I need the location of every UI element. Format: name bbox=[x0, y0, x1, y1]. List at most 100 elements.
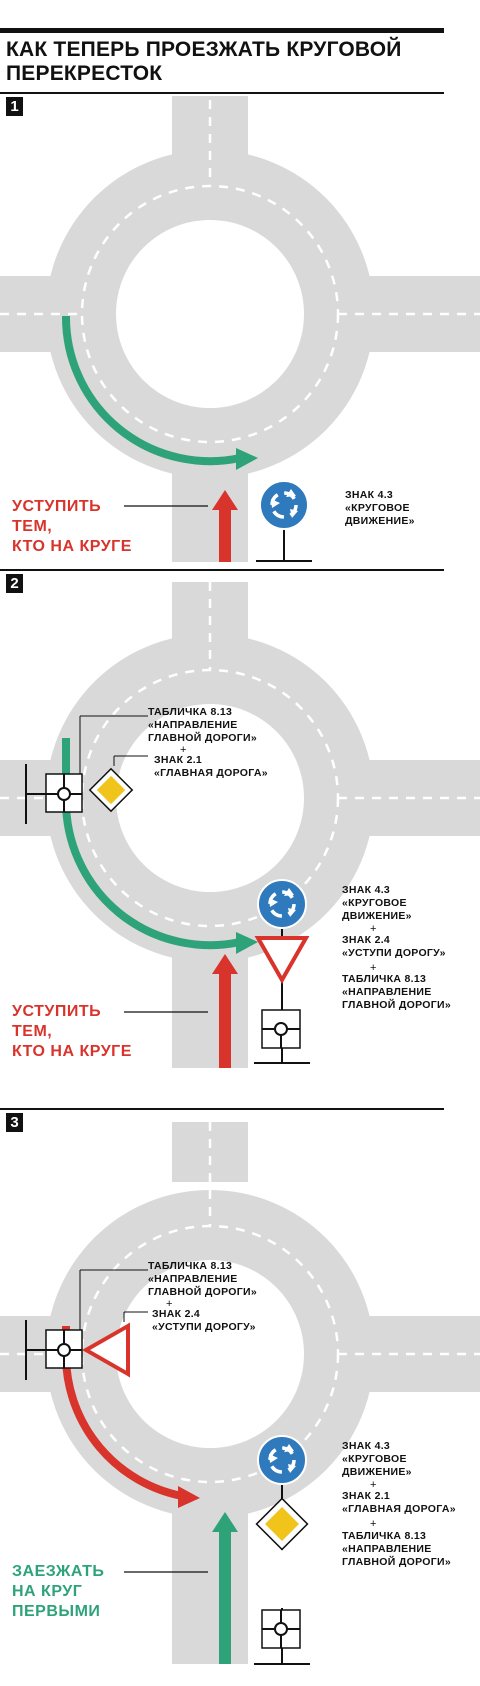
roundabout-island bbox=[116, 220, 304, 408]
label-line: «НАПРАВЛЕНИЕ bbox=[342, 986, 432, 998]
action-line: НА КРУГ bbox=[12, 1583, 83, 1600]
label-line: «ГЛАВНАЯ ДОРОГА» bbox=[342, 1503, 456, 1515]
direction-plate-icon bbox=[261, 1009, 301, 1049]
plus-sign: + bbox=[180, 744, 187, 756]
panel-1-number: 1 bbox=[6, 97, 23, 116]
label-line: ДВИЖЕНИЕ» bbox=[345, 515, 415, 527]
label-line: «НАПРАВЛЕНИЕ bbox=[148, 719, 238, 731]
panel-1: 1 УСТУПИТЬ ТЕМ, КТО bbox=[0, 0, 480, 570]
panel-3: 3 bbox=[0, 1108, 480, 1686]
roundabout-sign-icon bbox=[257, 879, 307, 929]
label-line: «УСТУПИ ДОРОГУ» bbox=[342, 947, 446, 959]
panel-3-plate-label: ТАБЛИЧКА 8.13 «НАПРАВЛЕНИЕ ГЛАВНОЙ ДОРОГ… bbox=[148, 1260, 257, 1299]
label-line: «НАПРАВЛЕНИЕ bbox=[342, 1543, 432, 1555]
action-line: КТО НА КРУГЕ bbox=[12, 1043, 132, 1060]
yield-sign-icon bbox=[81, 1322, 130, 1378]
label-line: ТАБЛИЧКА 8.13 bbox=[342, 1530, 427, 1542]
label-line: ГЛАВНОЙ ДОРОГИ» bbox=[342, 999, 451, 1011]
green-arrowhead bbox=[236, 448, 258, 470]
plus-sign: + bbox=[370, 1479, 377, 1491]
plus-sign: + bbox=[370, 962, 377, 974]
roundabout-3-diagram bbox=[0, 1122, 480, 1665]
panel-1-divider bbox=[0, 92, 444, 94]
roundabout-island bbox=[116, 704, 304, 892]
label-line: «КРУГОВОЕ bbox=[342, 1453, 407, 1465]
panel-2-main-road-label: ЗНАК 2.1 «ГЛАВНАЯ ДОРОГА» bbox=[154, 754, 268, 780]
action-line: КТО НА КРУГЕ bbox=[12, 538, 132, 555]
roundabout-sign-icon bbox=[259, 480, 309, 530]
road-north bbox=[172, 582, 248, 642]
plus-sign: + bbox=[370, 1518, 377, 1530]
red-arrowhead bbox=[212, 954, 238, 974]
panel-2-right-label-2: ЗНАК 2.4 «УСТУПИ ДОРОГУ» bbox=[342, 934, 446, 960]
roundabout-island bbox=[116, 1260, 304, 1448]
roundabout-1-diagram bbox=[0, 96, 480, 562]
panel-2-action: УСТУПИТЬ ТЕМ, КТО НА КРУГЕ bbox=[12, 1002, 132, 1062]
panel-3-right-label-1: ЗНАК 4.3 «КРУГОВОЕ ДВИЖЕНИЕ» bbox=[342, 1440, 412, 1479]
roundabout-sign-icon bbox=[257, 1435, 307, 1485]
label-line: «КРУГОВОЕ bbox=[345, 502, 410, 514]
main-road-sign-icon bbox=[255, 1497, 309, 1551]
roundabout-2-diagram bbox=[0, 582, 480, 1068]
label-line: ЗНАК 2.4 bbox=[342, 934, 391, 946]
label-line: «КРУГОВОЕ bbox=[342, 897, 407, 909]
label-line: ГЛАВНОЙ ДОРОГИ» bbox=[342, 1556, 451, 1568]
label-line: «УСТУПИ ДОРОГУ» bbox=[152, 1321, 256, 1333]
panel-2-number: 2 bbox=[6, 574, 23, 593]
red-arrow-shaft bbox=[219, 972, 231, 1068]
action-line: ЗАЕЗЖАТЬ bbox=[12, 1563, 105, 1580]
panel-3-yield-label: ЗНАК 2.4 «УСТУПИ ДОРОГУ» bbox=[152, 1308, 256, 1334]
green-path bbox=[61, 738, 241, 950]
label-line: ДВИЖЕНИЕ» bbox=[342, 1466, 412, 1478]
label-line: ЗНАК 4.3 bbox=[342, 884, 391, 896]
panel-1-action: УСТУПИТЬ ТЕМ, КТО НА КРУГЕ bbox=[12, 497, 132, 557]
plus-sign: + bbox=[370, 923, 377, 935]
label-line: ЗНАК 2.4 bbox=[152, 1308, 201, 1320]
direction-plate-icon bbox=[45, 1329, 83, 1369]
action-line: УСТУПИТЬ bbox=[12, 1003, 102, 1020]
label-line: ГЛАВНОЙ ДОРОГИ» bbox=[148, 1286, 257, 1298]
label-line: ТАБЛИЧКА 8.13 bbox=[148, 706, 233, 718]
action-line: ТЕМ, bbox=[12, 518, 53, 535]
label-line: ТАБЛИЧКА 8.13 bbox=[342, 973, 427, 985]
label-line: ТАБЛИЧКА 8.13 bbox=[148, 1260, 233, 1272]
panel-2-divider bbox=[0, 569, 444, 571]
green-path bbox=[61, 315, 241, 466]
road-north bbox=[172, 1122, 248, 1182]
yield-sign-icon bbox=[254, 936, 310, 985]
panel-1-sign-label: ЗНАК 4.3 «КРУГОВОЕ ДВИЖЕНИЕ» bbox=[345, 489, 415, 528]
direction-plate-icon bbox=[45, 773, 83, 813]
red-arrow-shaft bbox=[219, 508, 231, 562]
green-arrow-shaft bbox=[219, 1530, 231, 1664]
panel-3-right-label-3: ТАБЛИЧКА 8.13 «НАПРАВЛЕНИЕ ГЛАВНОЙ ДОРОГ… bbox=[342, 1530, 451, 1569]
title-line-1: КАК ТЕПЕРЬ ПРОЕЗЖАТЬ КРУГОВОЙ bbox=[6, 38, 402, 61]
panel-2: 2 bbox=[0, 568, 480, 1108]
panel-2-right-label-1: ЗНАК 4.3 «КРУГОВОЕ ДВИЖЕНИЕ» bbox=[342, 884, 412, 923]
plus-sign: + bbox=[166, 1298, 173, 1310]
green-arrowhead bbox=[212, 1512, 238, 1532]
green-arrowhead bbox=[236, 932, 258, 954]
label-line: ЗНАК 4.3 bbox=[345, 489, 394, 501]
panel-3-action: ЗАЕЗЖАТЬ НА КРУГ ПЕРВЫМИ bbox=[12, 1562, 104, 1622]
top-rule bbox=[0, 28, 444, 33]
page-title: КАК ТЕПЕРЬ ПРОЕЗЖАТЬ КРУГОВОЙ ПЕРЕКРЕСТО… bbox=[6, 38, 446, 86]
action-line: ПЕРВЫМИ bbox=[12, 1603, 101, 1620]
panel-3-divider bbox=[0, 1108, 444, 1110]
panel-3-right-label-2: ЗНАК 2.1 «ГЛАВНАЯ ДОРОГА» bbox=[342, 1490, 456, 1516]
title-line-2: ПЕРЕКРЕСТОК bbox=[6, 62, 163, 85]
action-line: УСТУПИТЬ bbox=[12, 498, 102, 515]
direction-plate-icon bbox=[261, 1609, 301, 1649]
main-road-sign-icon bbox=[88, 767, 134, 813]
label-line: ГЛАВНОЙ ДОРОГИ» bbox=[148, 732, 257, 744]
label-line: ЗНАК 4.3 bbox=[342, 1440, 391, 1452]
action-line: ТЕМ, bbox=[12, 1023, 53, 1040]
label-line: ДВИЖЕНИЕ» bbox=[342, 910, 412, 922]
label-line: «ГЛАВНАЯ ДОРОГА» bbox=[154, 767, 268, 779]
panel-2-plate-label: ТАБЛИЧКА 8.13 «НАПРАВЛЕНИЕ ГЛАВНОЙ ДОРОГ… bbox=[148, 706, 257, 745]
red-path bbox=[62, 1326, 183, 1500]
panel-3-number: 3 bbox=[6, 1113, 23, 1132]
label-line: «НАПРАВЛЕНИЕ bbox=[148, 1273, 238, 1285]
red-arrowhead bbox=[212, 490, 238, 510]
road-south bbox=[172, 470, 248, 562]
red-arrowhead bbox=[178, 1486, 200, 1508]
